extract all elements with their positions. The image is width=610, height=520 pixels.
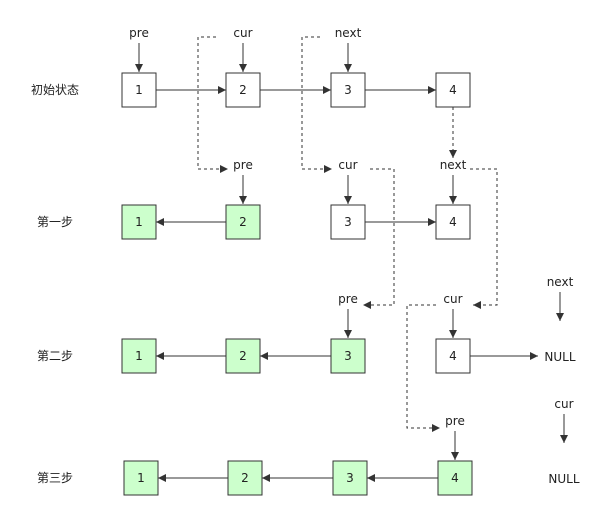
list-node-value: 2 [239, 215, 247, 229]
pointer-label: cur [233, 26, 252, 40]
list-node-value: 4 [449, 215, 457, 229]
list-node-box [227, 460, 263, 496]
list-node-value: 3 [346, 471, 354, 485]
list-node-box [121, 72, 157, 108]
pointer-label: pre [445, 414, 465, 428]
pointer-move-connectors [197, 36, 498, 432]
null-label: NULL [544, 350, 575, 364]
list-node-value: 3 [344, 349, 352, 363]
pre-move-connector-1 [197, 36, 228, 173]
null-label: NULL [548, 472, 579, 486]
list-node-value: 3 [344, 83, 352, 97]
pointer-label: pre [338, 292, 358, 306]
pointer-label: next [335, 26, 362, 40]
list-node-value: 2 [239, 83, 247, 97]
list-node-value: 1 [135, 215, 143, 229]
list-node-box [225, 338, 261, 374]
pointer-label: pre [129, 26, 149, 40]
list-node-value: 4 [449, 349, 457, 363]
list-node-box [435, 338, 471, 374]
step-label: 第一步 [37, 215, 73, 229]
list-node-value: 3 [344, 215, 352, 229]
list-node-value: 1 [135, 349, 143, 363]
step-label: 第三步 [37, 471, 73, 485]
list-node-value: 4 [449, 83, 457, 97]
list-node-box [123, 460, 159, 496]
list-node-box [121, 338, 157, 374]
list-node-value: 2 [241, 471, 249, 485]
list-node-value: 1 [135, 83, 143, 97]
list-node-box [330, 204, 366, 240]
list-node-value: 2 [239, 349, 247, 363]
pointer-label: next [440, 158, 467, 172]
list-node-value: 4 [451, 471, 459, 485]
cur-move-connector-2 [470, 168, 498, 309]
list-node-box [332, 460, 368, 496]
step-label: 初始状态 [31, 83, 79, 97]
cur-move-connector-1 [301, 36, 332, 173]
step-label: 第二步 [37, 349, 73, 363]
pointer-label: pre [233, 158, 253, 172]
list-node-value: 1 [137, 471, 145, 485]
pointer-label: cur [443, 292, 462, 306]
pointer-label: cur [554, 397, 573, 411]
pointer-label: next [547, 275, 574, 289]
pre-move-connector-3 [406, 304, 440, 432]
pre-move-connector-2 [363, 168, 395, 309]
pointer-label: cur [338, 158, 357, 172]
list-node-box [437, 460, 473, 496]
